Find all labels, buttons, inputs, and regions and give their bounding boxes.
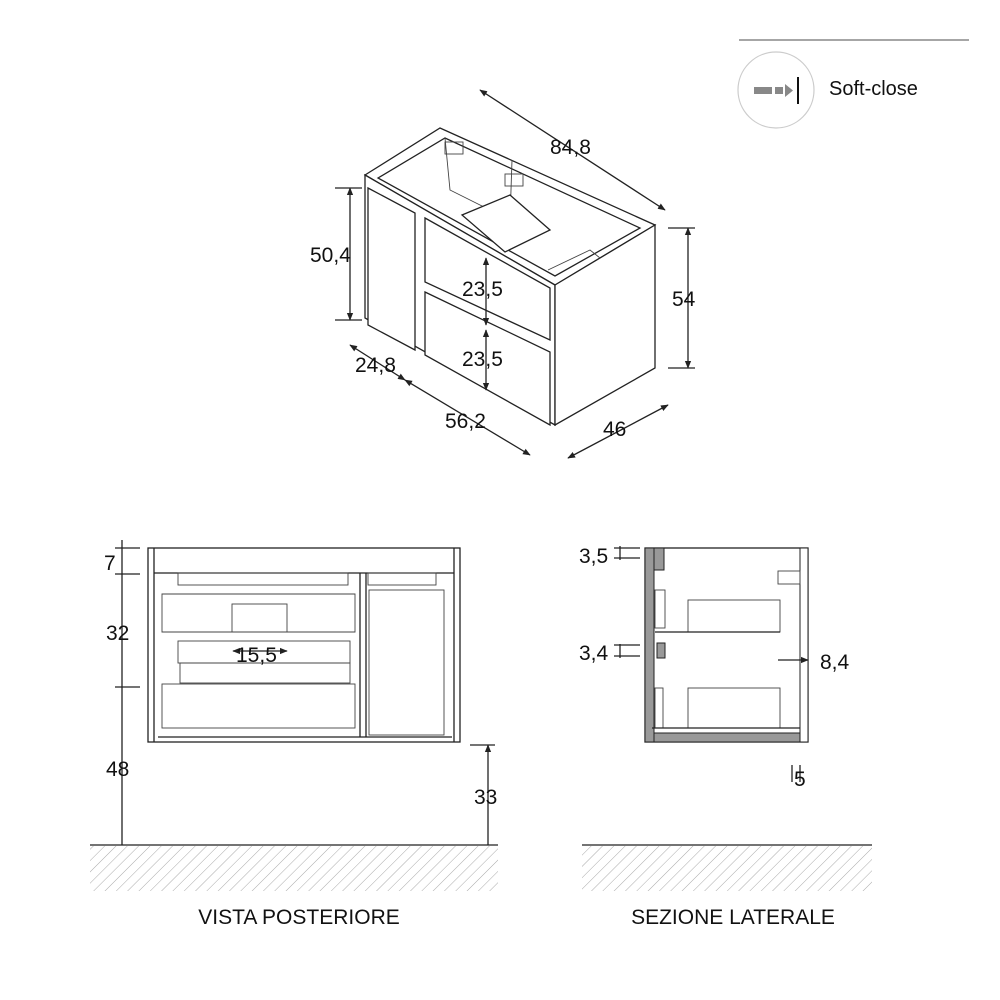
dim-depth-offset: 8,4 (820, 651, 850, 674)
dim-door-width: 24,8 (355, 354, 396, 377)
dim-back: 5 (794, 768, 806, 791)
dim-top-band: 7 (104, 552, 116, 575)
dim-drawer-width: 56,2 (445, 410, 486, 433)
dim-height-right: 54 (672, 288, 696, 311)
rear-view-title: VISTA POSTERIORE (198, 906, 400, 929)
side-section-drawing (644, 547, 809, 743)
dim-top: 3,5 (579, 545, 608, 568)
dim-drawer-bottom: 23,5 (462, 348, 503, 371)
dim-lower: 48 (106, 758, 129, 781)
dim-width: 84,8 (550, 136, 591, 159)
rear-view-drawing (147, 547, 461, 743)
floor-hatch-rear (90, 846, 498, 891)
soft-close-label: Soft-close (829, 78, 918, 100)
dim-drawer-top: 23,5 (462, 278, 503, 301)
iso-dimension-lines (335, 89, 695, 459)
soft-close-icon (737, 51, 815, 129)
side-section-title: SEZIONE LATERALE (631, 906, 835, 929)
rear-dimension-lines (115, 540, 495, 845)
floor-hatch-side (582, 846, 872, 891)
dim-height-left: 50,4 (310, 244, 351, 267)
side-dimension-lines (614, 546, 809, 782)
dim-inner-width: 15,5 (236, 644, 277, 667)
dim-floor-gap: 33 (474, 786, 497, 809)
dim-mid: 3,4 (579, 642, 609, 665)
iso-cabinet (363, 127, 657, 427)
dim-upper: 32 (106, 622, 129, 645)
dim-depth: 46 (603, 418, 626, 441)
